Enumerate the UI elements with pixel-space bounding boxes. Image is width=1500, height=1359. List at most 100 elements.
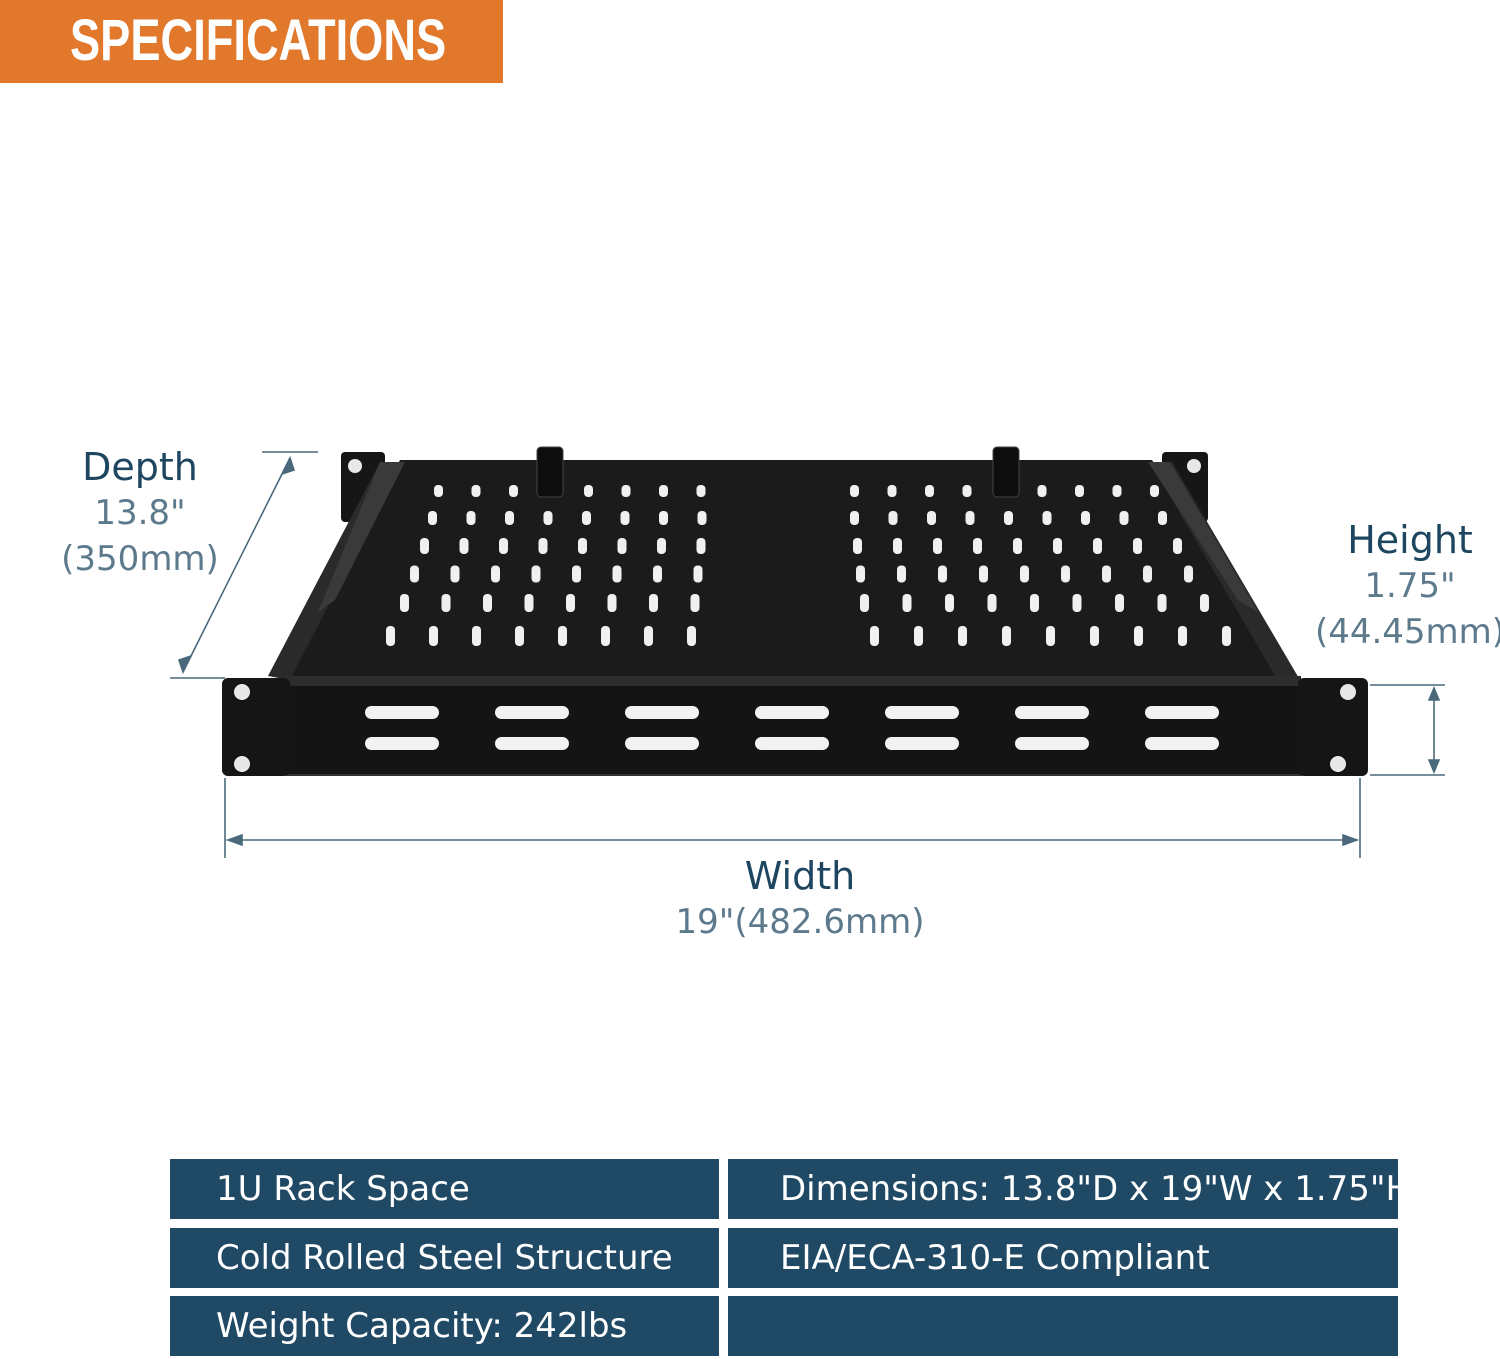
vent-slot (491, 565, 500, 583)
vent-slot (1150, 485, 1159, 497)
vent-slot (531, 565, 541, 583)
top-vent-slots (386, 485, 1231, 646)
vent-slot (472, 626, 481, 646)
shelf-clips (536, 446, 1020, 498)
vent-slot (888, 511, 898, 525)
vent-slot (459, 538, 469, 554)
vent-slot (1222, 626, 1231, 646)
vent-slot (697, 511, 707, 525)
vent-slot (1053, 538, 1062, 554)
vent-slot (1061, 565, 1070, 583)
vent-slot (543, 511, 553, 525)
vent-slot (933, 538, 942, 554)
vent-slot (973, 538, 982, 554)
vent-slot (1081, 511, 1090, 525)
vent-slot (434, 485, 443, 497)
vent-slot (690, 594, 700, 612)
vent-slot (693, 565, 703, 583)
vent-slot (617, 538, 627, 554)
vent-slot (601, 626, 610, 646)
front-vent-slots (365, 706, 1219, 750)
vent-slot (850, 485, 859, 497)
vent-slot (938, 565, 947, 583)
vent-slot (429, 626, 438, 646)
vent-slot (612, 565, 622, 583)
spec-cell: Cold Rolled Steel Structure (170, 1228, 719, 1288)
spec-cell: 1U Rack Space (170, 1159, 719, 1219)
vent-slot (1030, 594, 1039, 612)
vent-slot (962, 485, 972, 497)
vent-slot (499, 538, 508, 554)
vent-slot (687, 626, 696, 646)
vent-slot (870, 626, 879, 646)
vent-slot (659, 511, 668, 525)
vent-slot (887, 485, 897, 497)
vent-slot (620, 511, 630, 525)
vent-slot (505, 511, 514, 525)
vent-slot (450, 565, 460, 583)
vent-slot (958, 626, 967, 646)
vent-slot (649, 594, 658, 612)
depth-label: Depth 13.8" (350mm) (40, 444, 240, 582)
vent-slot (1002, 626, 1011, 646)
vent-slot (853, 538, 862, 554)
vent-slot (1143, 565, 1152, 583)
vent-slot (1037, 485, 1047, 497)
vent-slot (1173, 538, 1182, 554)
spec-cell (728, 1296, 1398, 1356)
spec-cell: Dimensions: 13.8"D x 19"W x 1.75"H (728, 1159, 1398, 1219)
vent-slot (1184, 565, 1193, 583)
height-imperial: 1.75" (1364, 566, 1456, 606)
vent-slot (902, 594, 912, 612)
width-value: 19"(482.6mm) (675, 902, 925, 942)
vent-slot (584, 485, 593, 497)
height-label: Height 1.75" (44.45mm) (1300, 517, 1500, 655)
vent-slot (987, 594, 997, 612)
vent-slot (1042, 511, 1052, 525)
vent-slot (1102, 565, 1111, 583)
vent-slot (607, 594, 617, 612)
vent-slot (1133, 538, 1142, 554)
vent-slot (927, 511, 936, 525)
vent-slot (860, 594, 869, 612)
front-ears (222, 678, 1368, 776)
vent-slot (1072, 594, 1082, 612)
vent-slot (659, 485, 668, 497)
vent-slot (1157, 594, 1167, 612)
spec-cell: Weight Capacity: 242lbs (170, 1296, 719, 1356)
dimension-lines (170, 451, 1445, 858)
width-label: Width 19"(482.6mm) (640, 853, 960, 945)
vent-slot (1112, 485, 1122, 497)
vent-slot (466, 511, 476, 525)
vent-slot (410, 565, 419, 583)
vent-slot (428, 511, 437, 525)
vent-slot (572, 565, 581, 583)
height-metric: (44.45mm) (1314, 612, 1500, 652)
vent-slot (696, 485, 706, 497)
vent-slot (1090, 626, 1099, 646)
vent-slot (1178, 626, 1187, 646)
vent-slot (1004, 511, 1013, 525)
shelf-front (286, 679, 1302, 776)
vent-slot (578, 538, 587, 554)
vent-slot (1115, 594, 1124, 612)
vent-slot (1200, 594, 1209, 612)
vent-slot (441, 594, 451, 612)
vent-slot (925, 485, 934, 497)
vent-slot (965, 511, 975, 525)
vent-slot (893, 538, 902, 554)
vent-slot (897, 565, 906, 583)
vent-slot (1046, 626, 1055, 646)
width-title: Width (744, 854, 856, 898)
banner-title: SPECIFICATIONS (70, 8, 447, 73)
vent-slot (1119, 511, 1129, 525)
vent-slot (582, 511, 591, 525)
vent-slot (1020, 565, 1029, 583)
depth-metric: (350mm) (61, 539, 219, 579)
vent-slot (653, 565, 662, 583)
vent-slot (400, 594, 409, 612)
vent-slot (420, 538, 429, 554)
vent-slot (1158, 511, 1167, 525)
specifications-banner: SPECIFICATIONS (0, 0, 503, 83)
